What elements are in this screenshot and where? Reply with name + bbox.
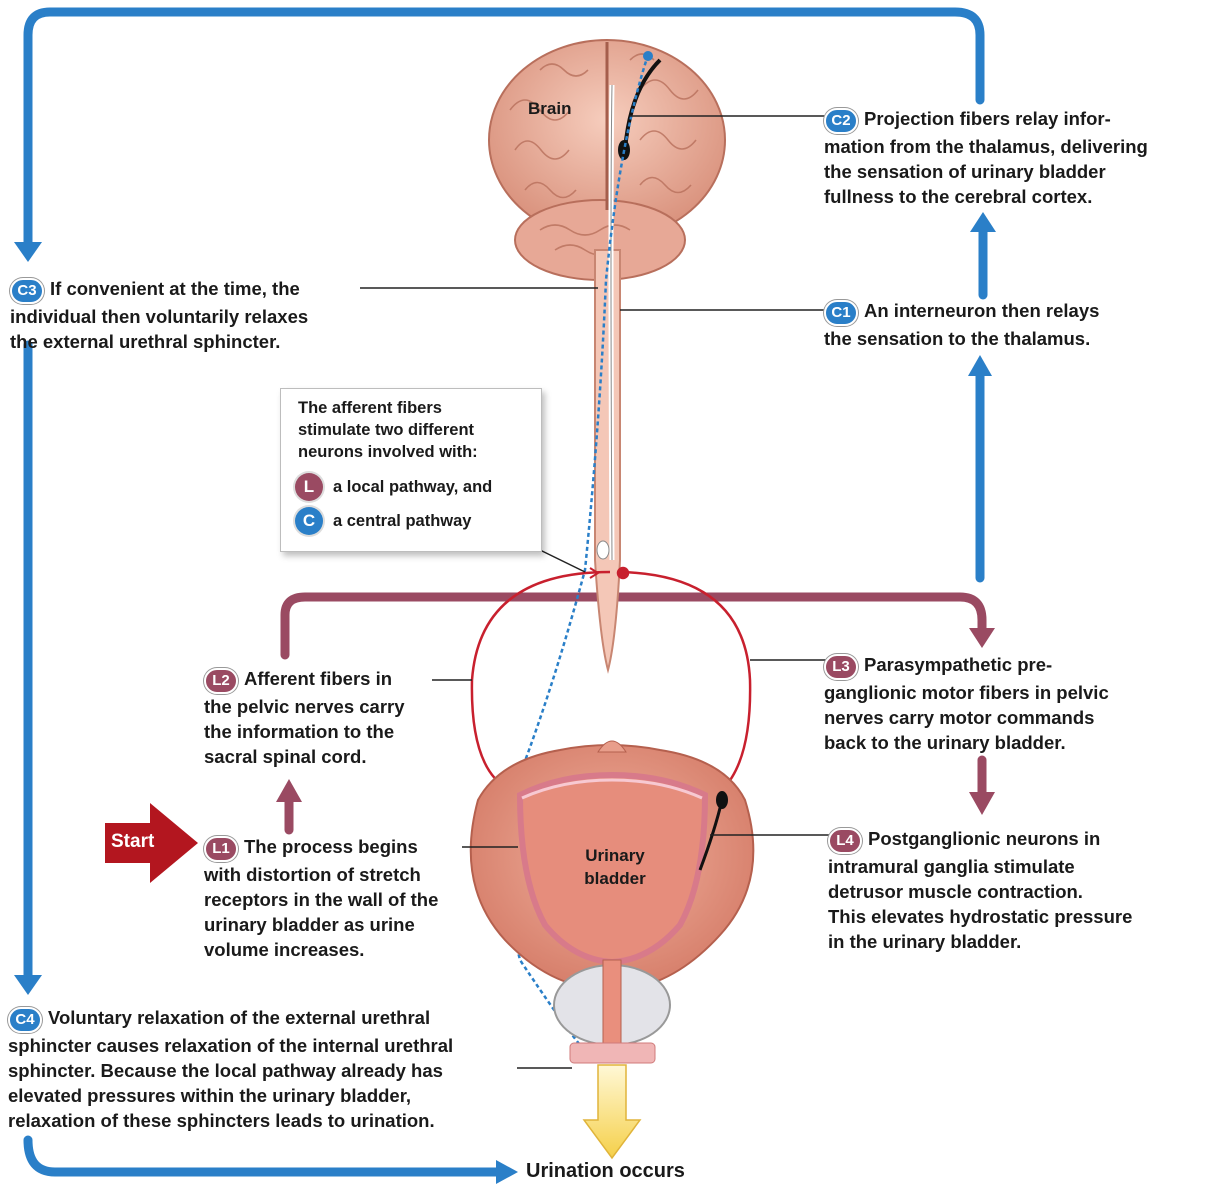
start-arrow-shape <box>105 803 198 883</box>
step-c4-line: Voluntary relaxation of the external ure… <box>48 1007 431 1028</box>
step-l3-line: ganglionic motor fibers in pelvic <box>824 682 1109 703</box>
step-c4-badge: C4 <box>8 1007 42 1033</box>
step-l1-line: receptors in the wall of the <box>204 889 439 910</box>
central-pathway-arrows <box>23 7 988 1177</box>
step-c2-badge: C2 <box>824 108 858 134</box>
step-c1-line: An interneuron then relays <box>864 300 1100 321</box>
local-reflex-loop <box>470 566 752 792</box>
step-c4-line: elevated pressures within the urinary bl… <box>8 1085 412 1106</box>
central-pathway-row: C a central pathway <box>295 507 471 535</box>
bladder-label-line1: Urinary <box>585 846 645 865</box>
urinary-bladder-label: Urinary bladder <box>568 844 662 890</box>
local-arrowheads <box>276 628 995 815</box>
step-l1-line: urinary bladder as urine <box>204 914 415 935</box>
step-c3-line: individual then voluntarily relaxes <box>10 306 309 327</box>
step-l1-line: The process begins <box>244 836 418 857</box>
step-c3: C3 If convenient at the time, the individ… <box>10 276 370 354</box>
brain-label: Brain <box>528 99 572 118</box>
central-arrowheads <box>14 212 996 1184</box>
step-l2: L2 Afferent fibers in the pelvic nerves c… <box>204 666 464 769</box>
step-l3-line: back to the urinary bladder. <box>824 732 1066 753</box>
local-pathway-text: a local pathway, and <box>333 477 493 496</box>
bladder-label-line2: bladder <box>584 869 646 888</box>
step-c1: C1 An interneuron then relays the sensati… <box>824 298 1204 351</box>
step-c3-line: the external urethral sphincter. <box>10 331 281 352</box>
step-l2-badge: L2 <box>204 668 238 694</box>
step-c2-line: the sensation of urinary bladder <box>824 161 1106 182</box>
callout-heading-line: stimulate two different <box>298 421 475 439</box>
step-l3-line: Parasympathetic pre- <box>864 654 1053 675</box>
bladder-illustration <box>469 740 755 1160</box>
step-l4-line: Postganglionic neurons in <box>868 828 1101 849</box>
step-l4-line: intramural ganglia stimulate <box>828 856 1075 877</box>
local-pathway-arrows <box>280 592 987 835</box>
callout-heading: The afferent fibers stimulate two differ… <box>298 397 478 463</box>
step-c2-line: mation from the thalamus, delivering <box>824 136 1148 157</box>
step-l4-line: in the urinary bladder. <box>828 931 1022 952</box>
step-l3: L3 Parasympathetic pre- ganglionic motor … <box>824 652 1204 755</box>
step-l4-line: detrusor muscle contraction. <box>828 881 1083 902</box>
callout-heading-line: neurons involved with: <box>298 443 478 461</box>
step-c4: C4 Voluntary relaxation of the external u… <box>8 1005 528 1133</box>
local-pathway-row: L a local pathway, and <box>295 473 492 501</box>
local-pathway-badge: L <box>295 473 323 501</box>
step-l3-badge: L3 <box>824 654 858 680</box>
step-l4-badge: L4 <box>828 828 862 854</box>
pathway-callout-box: The afferent fibers stimulate two differ… <box>280 388 542 552</box>
callout-heading-line: The afferent fibers <box>298 399 442 417</box>
brain-illustration <box>488 39 726 674</box>
step-l2-line: sacral spinal cord. <box>204 746 367 767</box>
central-pathway-text: a central pathway <box>333 511 472 530</box>
start-label: Start <box>111 831 155 852</box>
spinal-neurons <box>507 51 662 1046</box>
step-c1-line: the sensation to the thalamus. <box>824 328 1091 349</box>
step-c3-badge: C3 <box>10 278 44 304</box>
step-c1-badge: C1 <box>824 300 858 326</box>
step-l2-line: the pelvic nerves carry <box>204 696 405 717</box>
step-l2-line: Afferent fibers in <box>244 668 393 689</box>
step-c2-line: Projection fibers relay infor- <box>864 108 1111 129</box>
step-l4: L4 Postganglionic neurons in intramural g… <box>828 826 1208 954</box>
step-l1: L1 The process begins with distortion of … <box>204 834 494 962</box>
leader-lines <box>360 115 832 1069</box>
step-l1-line: with distortion of stretch <box>204 864 421 885</box>
step-c4-line: relaxation of these sphincters leads to … <box>8 1110 435 1131</box>
step-l2-line: the information to the <box>204 721 395 742</box>
step-l1-line: volume increases. <box>204 939 365 960</box>
step-c2-line: fullness to the cerebral cortex. <box>824 186 1093 207</box>
step-l1-badge: L1 <box>204 836 238 862</box>
step-c4-line: sphincter causes relaxation of the inter… <box>8 1035 454 1056</box>
urination-occurs-label: Urination occurs <box>526 1160 685 1182</box>
step-c3-line: If convenient at the time, the <box>50 278 300 299</box>
step-c4-line: sphincter. Because the local pathway alr… <box>8 1060 443 1081</box>
step-l3-line: nerves carry motor commands <box>824 707 1095 728</box>
central-pathway-badge: C <box>295 507 323 535</box>
step-l4-line: This elevates hydrostatic pressure <box>828 906 1133 927</box>
step-c2: C2 Projection fibers relay infor- mation … <box>824 106 1204 209</box>
